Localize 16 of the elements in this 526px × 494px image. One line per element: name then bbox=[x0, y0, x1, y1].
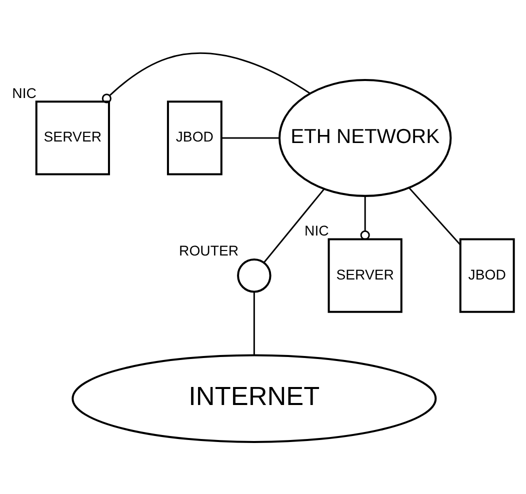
node-label: NIC bbox=[304, 222, 329, 238]
connector bbox=[253, 291, 255, 355]
node-box: JBOD bbox=[459, 238, 515, 312]
node-box: JBOD bbox=[166, 100, 222, 175]
node-ellipse: ETH NETWORK bbox=[278, 78, 452, 196]
node-label: NIC bbox=[12, 84, 36, 100]
node-circle bbox=[237, 258, 272, 292]
connector bbox=[222, 136, 280, 138]
node-box: SERVER bbox=[328, 238, 402, 312]
connector bbox=[360, 196, 370, 240]
node-box: SERVER bbox=[35, 100, 110, 175]
connector bbox=[102, 52, 310, 103]
connector bbox=[263, 188, 325, 263]
node-ellipse: INTERNET bbox=[72, 354, 437, 442]
node-label: ROUTER bbox=[179, 242, 239, 258]
connector bbox=[408, 186, 461, 245]
